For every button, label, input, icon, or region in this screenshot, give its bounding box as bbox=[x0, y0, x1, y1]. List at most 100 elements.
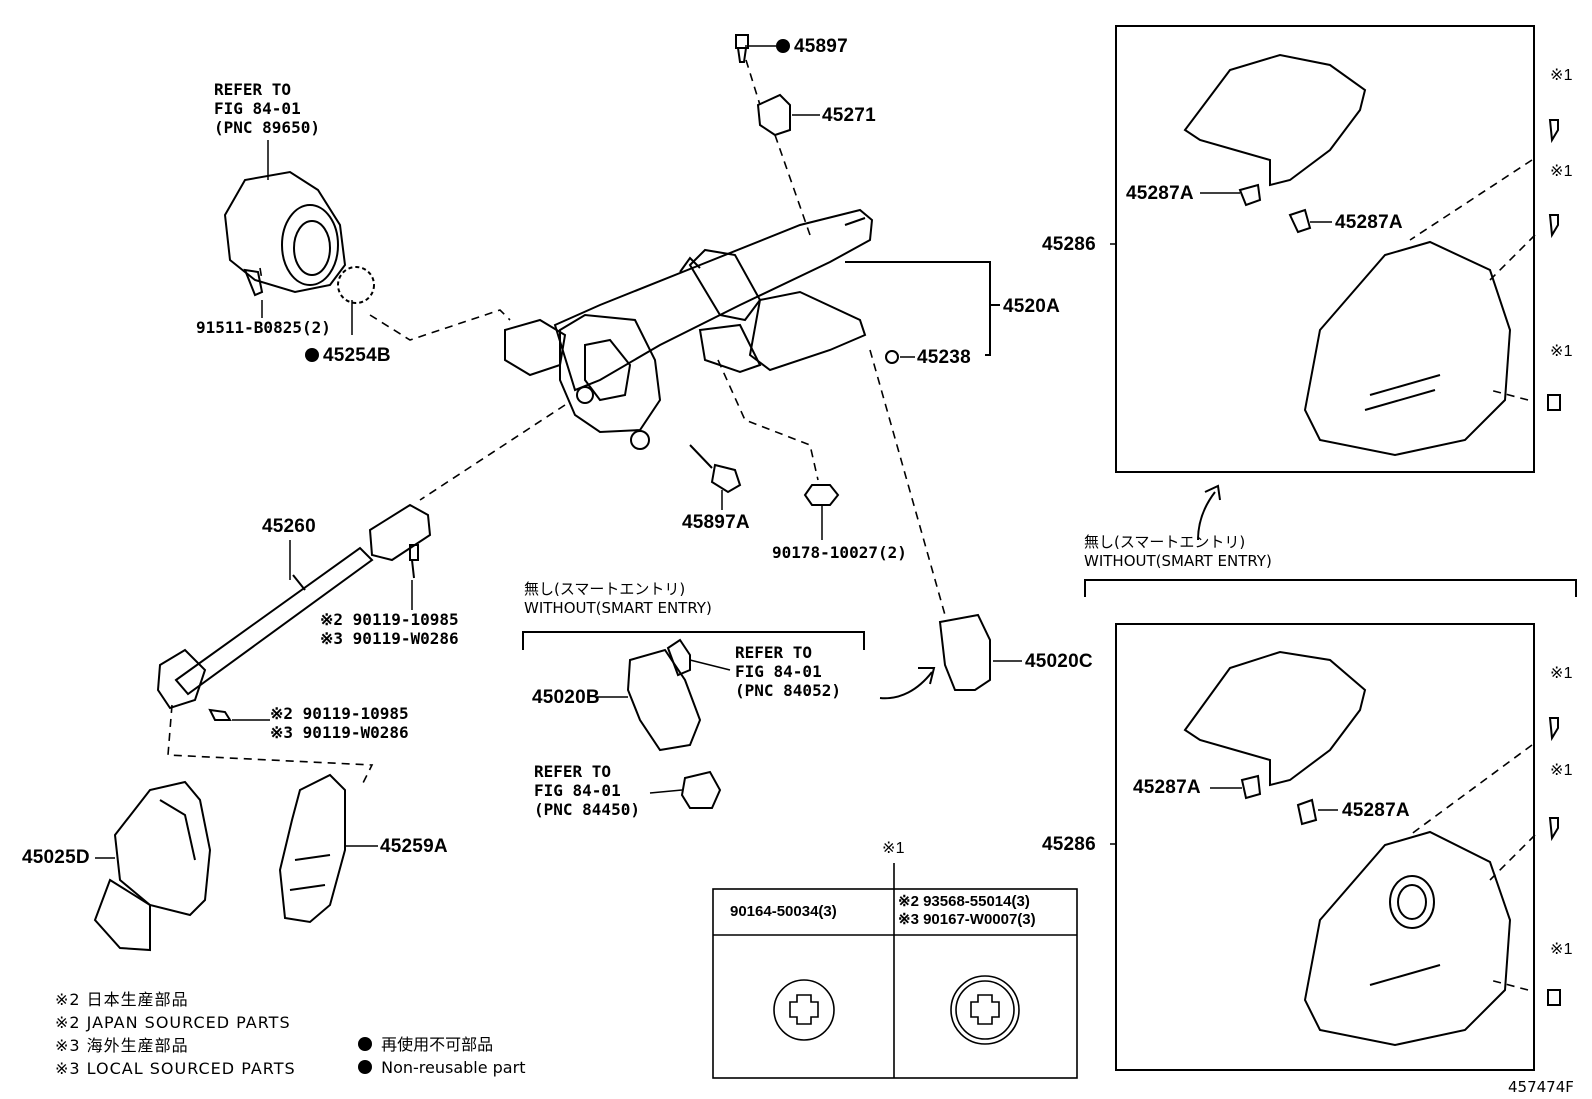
legend-line: ※3 海外生産部品 bbox=[55, 1036, 189, 1055]
legend-non-reusable: 再使用不可部品 Non-reusable part bbox=[358, 1033, 525, 1079]
figure-id: 457474F bbox=[1508, 1078, 1574, 1096]
refer-line: FIG 84-01 bbox=[534, 781, 621, 800]
mark-1-d: ※1 bbox=[1550, 665, 1573, 682]
label-90178: 90178-10027(2) bbox=[772, 543, 907, 562]
refer-line: (PNC 84450) bbox=[534, 800, 640, 819]
legend-line: ※3 LOCAL SOURCED PARTS bbox=[55, 1059, 296, 1078]
without-jp: 無し(スマートエントリ) bbox=[524, 580, 686, 598]
part-45897 bbox=[735, 34, 749, 63]
legend-origin: ※2 日本生産部品 ※2 JAPAN SOURCED PARTS ※3 海外生産… bbox=[55, 988, 296, 1080]
refer-line: REFER TO bbox=[534, 762, 612, 781]
steering-column bbox=[504, 208, 874, 450]
lower-cover-bottom bbox=[1303, 830, 1512, 1047]
part-number: 45254B bbox=[323, 345, 391, 366]
part-45238 bbox=[885, 350, 899, 364]
part-90119-b bbox=[208, 708, 232, 721]
refer-line: FIG 84-01 bbox=[214, 99, 301, 118]
leader-lines bbox=[95, 45, 1338, 859]
without-bracket-mid bbox=[522, 631, 865, 650]
part-motor-89650 bbox=[223, 170, 347, 294]
screw-line: ※3 90119-W0286 bbox=[270, 723, 409, 742]
cover-box-bottom bbox=[1115, 623, 1535, 1071]
legend-line: 再使用不可部品 bbox=[358, 1033, 525, 1056]
label-45020c: 45020C bbox=[1025, 651, 1093, 672]
without-en: WITHOUT(SMART ENTRY) bbox=[1084, 552, 1272, 570]
non-reusable-dot bbox=[776, 39, 790, 53]
part-91511 bbox=[243, 268, 264, 297]
mark-1-f: ※1 bbox=[1550, 941, 1573, 958]
part-45260 bbox=[156, 503, 432, 710]
lower-cover-top bbox=[1303, 240, 1512, 457]
part-45271 bbox=[756, 93, 791, 137]
label-45260: 45260 bbox=[262, 516, 316, 537]
part-90178 bbox=[803, 484, 840, 506]
label-90119-upper: ※2 90119-10985 ※3 90119-W0286 bbox=[320, 610, 459, 648]
screw-line: ※2 90119-10985 bbox=[270, 704, 409, 723]
table-col2-line: ※2 93568-55014(3) bbox=[898, 893, 1030, 910]
mark-1-a: ※1 bbox=[1550, 67, 1573, 84]
screw-line: ※2 90119-10985 bbox=[320, 610, 459, 629]
upper-cover-top bbox=[1183, 53, 1367, 234]
table-col2-header: ※2 93568-55014(3) ※3 90167-W0007(3) bbox=[898, 893, 1036, 929]
screws-bottom bbox=[1547, 717, 1561, 1006]
part-45254b bbox=[337, 266, 375, 304]
label-45286-bottom: 45286 bbox=[1042, 834, 1096, 855]
clip-nut-right bbox=[950, 975, 1020, 1045]
part-45897a bbox=[689, 444, 742, 494]
refer-84052: REFER TO FIG 84-01 (PNC 84052) bbox=[735, 643, 841, 700]
without-jp: 無し(スマートエントリ) bbox=[1084, 533, 1246, 551]
non-reusable-dot bbox=[358, 1037, 372, 1051]
legend-line: ※2 JAPAN SOURCED PARTS bbox=[55, 1013, 291, 1032]
refer-line: FIG 84-01 bbox=[735, 662, 822, 681]
label-45254b: 45254B bbox=[305, 345, 391, 366]
legend-line: ※2 日本生産部品 bbox=[55, 990, 189, 1009]
label-45025d: 45025D bbox=[22, 847, 90, 868]
clip-nut-left bbox=[773, 979, 835, 1041]
label-45897a: 45897A bbox=[682, 512, 750, 533]
without-en: WITHOUT(SMART ENTRY) bbox=[524, 599, 712, 617]
part-84450 bbox=[680, 770, 722, 809]
label-91511: 91511-B0825(2) bbox=[196, 318, 331, 337]
legend-line: Non-reusable part bbox=[358, 1056, 525, 1079]
label-90119-lower: ※2 90119-10985 ※3 90119-W0286 bbox=[270, 704, 409, 742]
label-45287a-bottom-1: 45287A bbox=[1133, 777, 1201, 798]
part-90119-a bbox=[409, 544, 419, 579]
label-45287a-bottom-2: 45287A bbox=[1342, 800, 1410, 821]
legend-text: Non-reusable part bbox=[381, 1058, 526, 1077]
upper-cover-bottom bbox=[1183, 650, 1367, 826]
table-col1-header: 90164-50034(3) bbox=[730, 903, 837, 920]
without-bracket-right bbox=[1084, 579, 1577, 597]
part-45020c bbox=[938, 613, 991, 691]
label-4520a: 4520A bbox=[1003, 296, 1060, 317]
table-col2-line: ※3 90167-W0007(3) bbox=[898, 911, 1036, 928]
label-45287a-top-1: 45287A bbox=[1126, 183, 1194, 204]
refer-line: (PNC 84052) bbox=[735, 681, 841, 700]
without-note-right: 無し(スマートエントリ) WITHOUT(SMART ENTRY) bbox=[1084, 533, 1272, 571]
mark-1-e: ※1 bbox=[1550, 762, 1573, 779]
legend-text: 再使用不可部品 bbox=[381, 1035, 494, 1054]
non-reusable-dot bbox=[358, 1060, 372, 1074]
screws-top bbox=[1547, 119, 1561, 411]
part-number: 45897 bbox=[794, 36, 848, 57]
screw-line: ※3 90119-W0286 bbox=[320, 629, 459, 648]
label-45020b: 45020B bbox=[532, 687, 600, 708]
table-header-mark: ※1 bbox=[882, 840, 905, 857]
mark-1-b: ※1 bbox=[1550, 163, 1573, 180]
label-45287a-top-2: 45287A bbox=[1335, 212, 1403, 233]
cover-box-top bbox=[1115, 25, 1535, 473]
without-note-mid: 無し(スマートエントリ) WITHOUT(SMART ENTRY) bbox=[524, 580, 712, 618]
leader-dashes bbox=[167, 59, 1536, 991]
up-arrow bbox=[1197, 484, 1221, 541]
label-45286-top: 45286 bbox=[1042, 234, 1096, 255]
part-45025d bbox=[93, 780, 212, 952]
label-45259a: 45259A bbox=[380, 836, 448, 857]
label-45897: 45897 bbox=[776, 36, 848, 57]
switch-arrow bbox=[879, 667, 936, 700]
part-45020b bbox=[626, 638, 702, 752]
label-45271: 45271 bbox=[822, 105, 876, 126]
refer-line: REFER TO bbox=[214, 80, 292, 99]
refer-line: REFER TO bbox=[735, 643, 813, 662]
screw-table bbox=[712, 863, 1078, 1079]
part-45259a bbox=[278, 773, 346, 924]
